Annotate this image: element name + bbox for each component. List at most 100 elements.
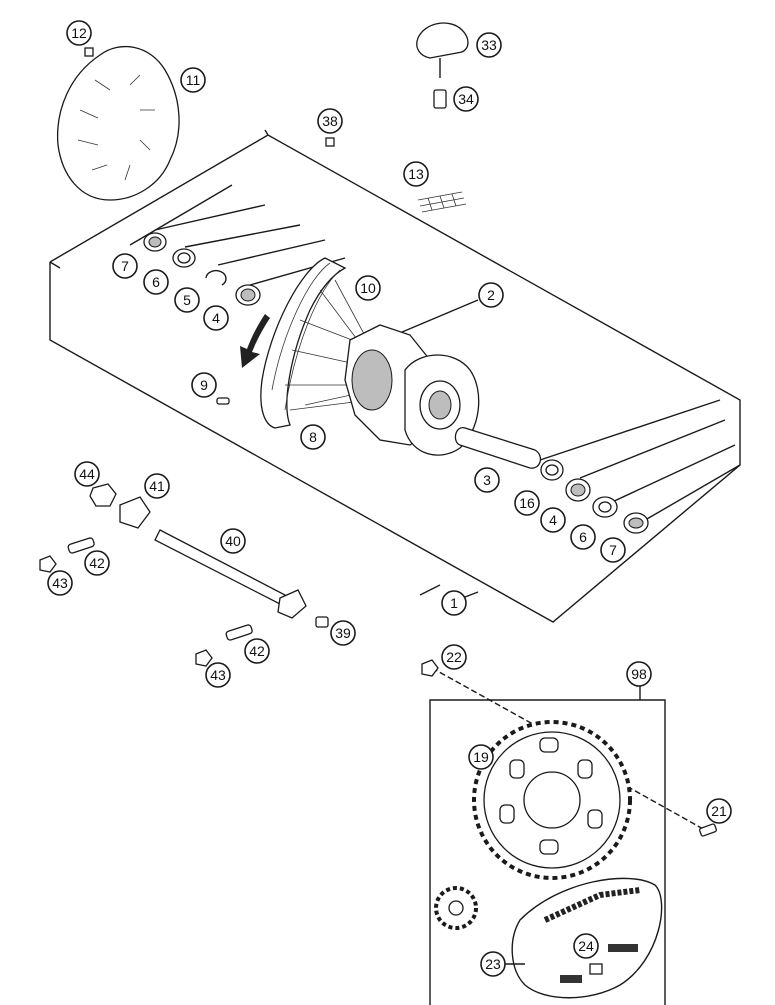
circlip-5 <box>205 269 227 286</box>
svg-text:12: 12 <box>71 25 87 41</box>
callout-13: 13 <box>403 161 429 187</box>
bearing-4-left <box>235 284 261 306</box>
svg-text:13: 13 <box>408 166 424 182</box>
svg-text:19: 19 <box>473 749 489 765</box>
callout-98: 98 <box>626 661 652 687</box>
callout-3: 3 <box>474 467 500 493</box>
seal-7-left <box>143 232 167 252</box>
brake-disc <box>56 45 180 201</box>
disc-bolt <box>84 47 94 57</box>
svg-text:40: 40 <box>225 533 241 549</box>
callout-33: 33 <box>476 32 502 58</box>
nut-43-left <box>39 555 57 573</box>
svg-text:22: 22 <box>446 649 462 665</box>
svg-text:38: 38 <box>322 113 338 129</box>
chain-link-24 <box>560 944 638 983</box>
svg-text:5: 5 <box>183 292 191 308</box>
front-sprocket <box>434 886 478 930</box>
callout-39: 39 <box>330 620 356 646</box>
callout-9: 9 <box>191 372 217 398</box>
callout-11: 11 <box>180 67 206 93</box>
spoke-nipple <box>216 397 230 405</box>
seal-6-left <box>172 248 196 268</box>
svg-text:16: 16 <box>519 495 535 511</box>
callout-2: 2 <box>478 282 504 308</box>
callout-10: 10 <box>355 275 381 301</box>
callout-5: 5 <box>174 287 200 313</box>
svg-text:21: 21 <box>711 803 727 819</box>
svg-text:7: 7 <box>121 258 129 274</box>
callout-1: 1 <box>441 590 467 616</box>
svg-text:11: 11 <box>186 72 201 88</box>
rim <box>260 257 347 429</box>
nut-43-right <box>195 649 213 667</box>
chain-adjuster-41 <box>119 496 151 529</box>
spoke-set <box>417 191 467 213</box>
spacer-bushing <box>433 89 447 109</box>
bearing-4-right <box>565 478 591 502</box>
callout-40: 40 <box>220 528 246 554</box>
callout-19: 19 <box>468 744 494 770</box>
svg-text:44: 44 <box>79 466 95 482</box>
callout-7-left: 7 <box>112 253 138 279</box>
callout-44: 44 <box>74 461 100 487</box>
callout-12: 12 <box>66 20 92 46</box>
svg-text:9: 9 <box>200 377 208 393</box>
callout-8: 8 <box>300 424 326 450</box>
rotation-direction-arrow-icon <box>240 314 270 368</box>
chain-guard-part <box>416 22 469 78</box>
callout-6-right: 6 <box>570 524 596 550</box>
svg-text:10: 10 <box>360 280 376 296</box>
svg-text:24: 24 <box>578 938 594 954</box>
svg-text:8: 8 <box>309 429 317 445</box>
svg-text:42: 42 <box>89 555 105 571</box>
axle-nut-44 <box>89 483 117 507</box>
svg-text:7: 7 <box>609 542 617 558</box>
callout-4-left: 4 <box>203 305 229 331</box>
callout-34: 34 <box>453 86 479 112</box>
svg-text:98: 98 <box>631 666 647 682</box>
callout-22: 22 <box>441 644 467 670</box>
svg-text:43: 43 <box>52 575 68 591</box>
axle <box>154 529 307 619</box>
callout-4-right: 4 <box>540 507 566 533</box>
seal-6-right <box>592 496 618 518</box>
spacer-sleeve <box>454 427 542 469</box>
plug-39 <box>315 616 329 628</box>
plug-part <box>325 137 335 147</box>
svg-text:6: 6 <box>579 529 587 545</box>
adjuster-screw-42-right <box>225 624 253 641</box>
adjuster-screw-42-left <box>67 537 95 554</box>
callout-24: 24 <box>573 933 599 959</box>
spacer-16 <box>540 459 564 481</box>
svg-text:4: 4 <box>212 310 220 326</box>
callout-38: 38 <box>317 108 343 134</box>
svg-text:2: 2 <box>487 287 495 303</box>
svg-text:43: 43 <box>210 667 226 683</box>
svg-text:6: 6 <box>152 274 160 290</box>
svg-text:4: 4 <box>549 512 557 528</box>
svg-text:41: 41 <box>149 478 165 494</box>
rear-sprocket <box>472 720 632 880</box>
svg-text:42: 42 <box>249 643 265 659</box>
callout-41: 41 <box>144 473 170 499</box>
svg-text:39: 39 <box>335 625 351 641</box>
callout-16: 16 <box>514 490 540 516</box>
callout-42-right: 42 <box>244 638 270 664</box>
svg-text:34: 34 <box>458 91 474 107</box>
callout-6-left: 6 <box>143 269 169 295</box>
callout-43-right: 43 <box>205 662 231 688</box>
callout-42-left: 42 <box>84 550 110 576</box>
callout-7-right: 7 <box>600 537 626 563</box>
bolt-22 <box>421 659 439 677</box>
svg-text:23: 23 <box>485 956 501 972</box>
callout-43-left: 43 <box>47 570 73 596</box>
seal-7-right <box>623 512 649 534</box>
svg-text:3: 3 <box>483 472 491 488</box>
leader-lines <box>154 204 741 1005</box>
callout-21: 21 <box>706 798 732 824</box>
svg-text:33: 33 <box>481 37 497 53</box>
sprocket-bolt-21 <box>699 823 717 837</box>
svg-text:1: 1 <box>450 595 458 611</box>
